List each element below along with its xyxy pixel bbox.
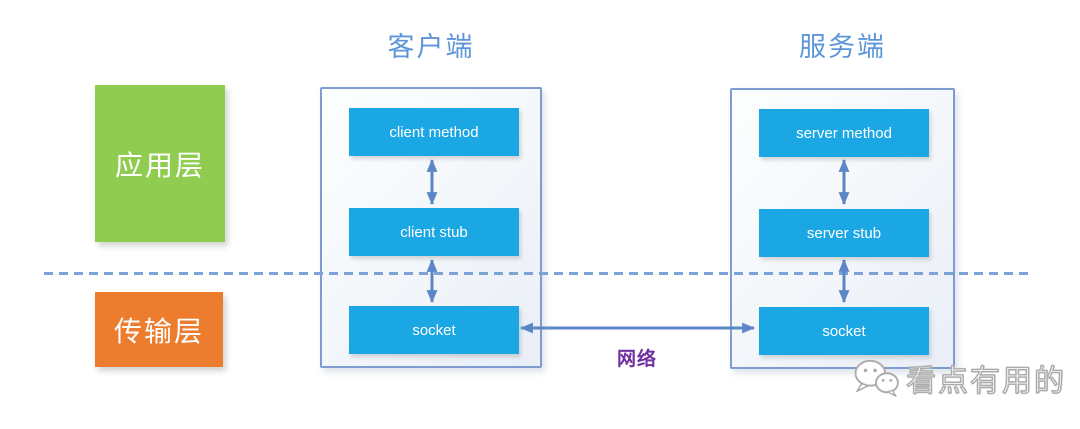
server-socket-box: socket [759, 307, 929, 355]
server-panel: server method server stub socket [730, 88, 955, 369]
client-panel: client method client stub socket [320, 87, 542, 368]
client-socket-label: socket [412, 321, 456, 339]
watermark: 看点有用的 [852, 356, 1066, 400]
client-method-box: client method [349, 108, 519, 156]
wechat-icon [854, 359, 899, 397]
server-title: 服务端 [799, 32, 886, 62]
transport-layer-box: 传输层 [95, 292, 223, 367]
server-stub-box: server stub [759, 209, 929, 257]
transport-layer-label: 传输层 [113, 315, 204, 347]
client-stub-box: client stub [349, 208, 519, 256]
client-stub-label: client stub [400, 223, 468, 241]
application-layer-label: 应用层 [114, 149, 205, 181]
client-title: 客户端 [387, 32, 475, 62]
server-socket-label: socket [822, 322, 866, 340]
server-method-box: server method [759, 109, 929, 157]
server-stub-label: server stub [806, 224, 882, 242]
client-method-label: client method [389, 123, 479, 141]
watermark-text: 看点有用的 [905, 364, 1066, 398]
server-method-label: server method [796, 124, 892, 142]
client-socket-box: socket [349, 306, 519, 354]
layer-separator-dashed-line [44, 272, 1032, 275]
application-layer-box: 应用层 [95, 85, 225, 242]
network-label: 网络 [616, 349, 657, 370]
